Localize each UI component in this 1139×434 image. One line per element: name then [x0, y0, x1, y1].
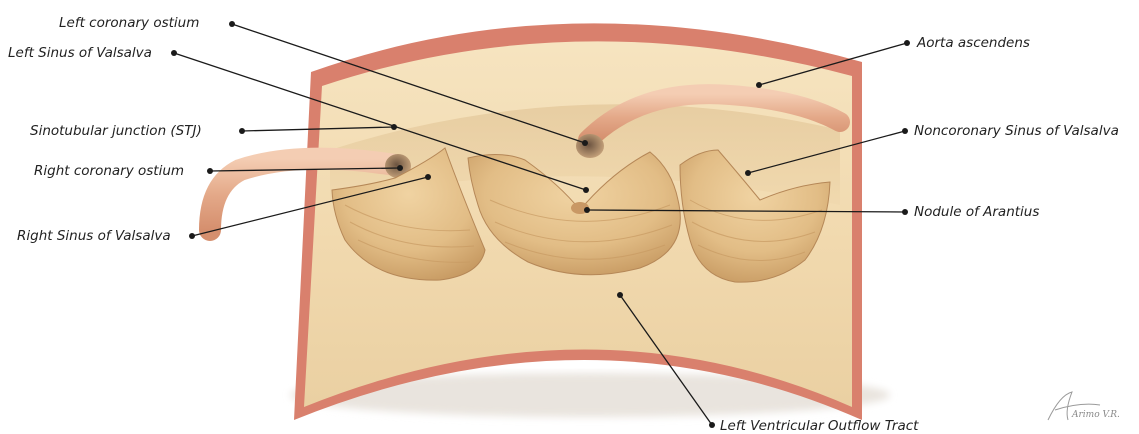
label-stj: Sinotubular junction (STJ) — [30, 123, 202, 139]
label-aorta-ascendens: Aorta ascendens — [916, 35, 1030, 51]
label-left-coronary-ostium: Left coronary ostium — [59, 15, 199, 31]
label-lvot: Left Ventricular Outflow Tract — [720, 418, 919, 434]
label-noncoronary-sinus: Noncoronary Sinus of Valsalva — [914, 123, 1119, 139]
svg-text:Arimo V.R.: Arimo V.R. — [1071, 410, 1120, 420]
label-right-sinus: Right Sinus of Valsalva — [17, 228, 171, 244]
label-right-coronary-ostium: Right coronary ostium — [34, 163, 184, 179]
label-nodule-arantius: Nodule of Arantius — [914, 204, 1039, 220]
label-left-sinus: Left Sinus of Valsalva — [8, 45, 152, 61]
left-coronary-ostium — [576, 134, 604, 158]
artist-signature: Arimo V.R. — [1048, 392, 1120, 420]
